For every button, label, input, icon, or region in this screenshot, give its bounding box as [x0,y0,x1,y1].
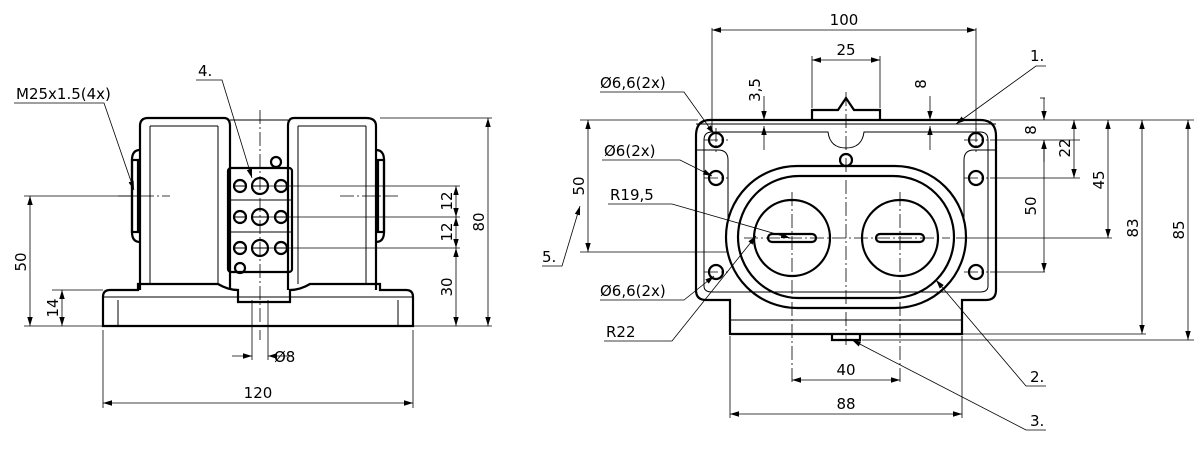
dim-8-top: 8 [912,79,930,89]
dim-50-right: 50 [1022,196,1040,215]
right-view: 100 25 3,5 8 8 22 45 50 83 85 50 40 88 Ø… [542,11,1194,431]
dim-120: 120 [244,384,273,402]
dim-12b: 12 [438,222,456,241]
base-plate [101,282,415,328]
terminal-screws [232,155,289,275]
callout-3: 3. [1030,412,1044,430]
radius-label-b: R22 [606,323,636,341]
dim-8-right: 8 [1022,125,1040,135]
dim-3-5: 3,5 [746,78,764,102]
callout-2: 2. [1030,368,1044,386]
dim-30: 30 [438,277,456,296]
callout-5: 5. [542,248,556,266]
dim-83: 83 [1124,218,1142,237]
dim-80: 80 [470,212,488,231]
dim-40: 40 [836,361,855,379]
dim-diam-8: Ø8 [274,348,295,366]
hole-label-a: Ø6,6(2x) [600,74,666,92]
dim-25: 25 [836,41,855,59]
dim-12a: 12 [438,191,456,210]
dim-85: 85 [1170,220,1188,239]
dim-14: 14 [44,298,62,317]
radius-label-a: R19,5 [610,186,654,204]
dim-88: 88 [836,395,855,413]
dim-100: 100 [830,11,859,29]
callout-4: 4. [198,62,212,80]
dim-45: 45 [1090,170,1108,189]
hole-label-b: Ø6(2x) [604,142,655,160]
left-view: M25x1.5(4x) 4. 50 14 12 12 30 80 Ø8 120 [12,62,492,408]
dim-50-left: 50 [570,176,588,195]
hole-label-c: Ø6,6(2x) [600,282,666,300]
dim-22: 22 [1056,138,1074,157]
dim-50-left: 50 [12,252,30,271]
right-housing [286,116,378,290]
callout-1: 1. [1030,47,1044,65]
thread-label: M25x1.5(4x) [16,85,111,103]
left-housing [138,116,232,290]
